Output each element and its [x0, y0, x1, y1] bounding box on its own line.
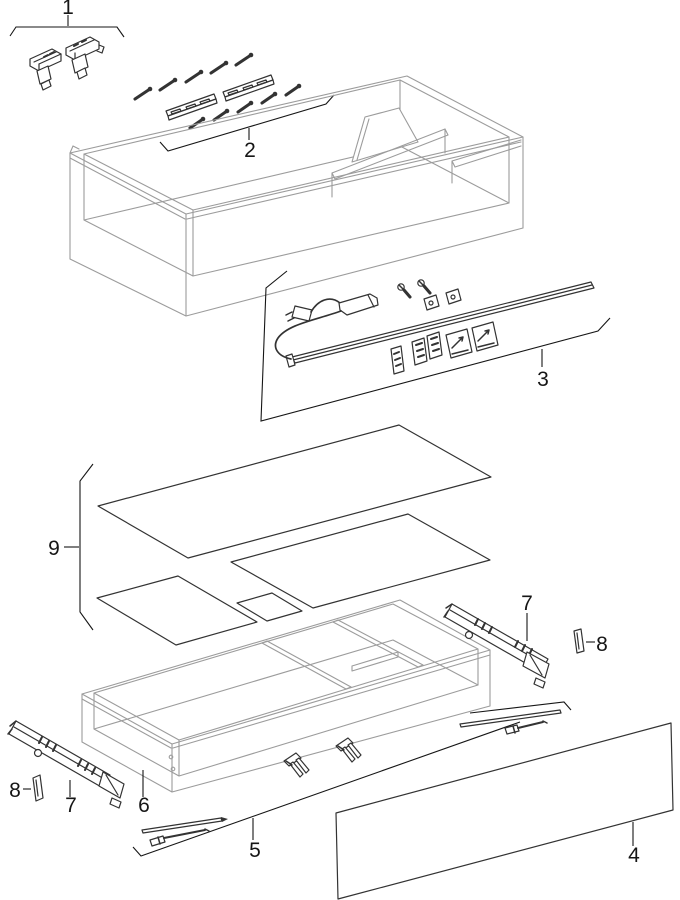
- screw: [158, 77, 178, 92]
- drawer-divider: [351, 651, 399, 672]
- part-label-9: 9: [48, 537, 60, 560]
- panel-tiny: [236, 592, 303, 622]
- part-8-clip-left: [23, 774, 44, 802]
- profile-rod: [141, 817, 228, 847]
- drawer-divider: [261, 640, 352, 690]
- part-label-4: 4: [628, 844, 640, 867]
- part-label-7-right: 7: [521, 592, 533, 615]
- part-label-5: 5: [249, 839, 261, 862]
- label-sticker: [411, 337, 428, 366]
- label-sticker: [426, 331, 443, 360]
- led-driver: [338, 293, 379, 316]
- drawer-divider: [332, 619, 424, 668]
- part-label-2: 2: [244, 139, 256, 162]
- strip-clip: [423, 294, 440, 311]
- push-fixing: [335, 737, 362, 763]
- siphon-cutout-board: [351, 107, 419, 163]
- push-fixing: [283, 752, 310, 778]
- part-5-group: [132, 701, 572, 857]
- screw: [188, 116, 206, 130]
- screw: [236, 100, 254, 114]
- part-label-8-left: 8: [9, 779, 21, 802]
- part-7-rail-left: [7, 720, 125, 809]
- clip-hardware-left: [29, 48, 62, 91]
- cabinet-divider: [451, 139, 522, 184]
- mounting-plate: [222, 74, 275, 102]
- part-2-border: [159, 94, 335, 152]
- screw: [284, 83, 302, 97]
- part-3-border: [260, 270, 611, 422]
- part-5-border-bottom: [132, 721, 521, 857]
- screw: [133, 86, 153, 101]
- mounting-plate: [165, 93, 218, 121]
- cabinet-divider: [331, 128, 449, 198]
- part-2-group: [133, 52, 335, 152]
- part-9-group: [64, 424, 492, 646]
- part-5-border-top: [469, 701, 572, 714]
- part-label-1: 1: [62, 0, 74, 19]
- part-label-7-left: 7: [65, 794, 77, 817]
- light-strip: [285, 281, 595, 368]
- part-9-bracket: [79, 463, 94, 631]
- part-7-rail-right: [443, 603, 550, 689]
- part-4-front-panel: [335, 722, 674, 900]
- screw: [397, 283, 412, 299]
- panel-large: [97, 424, 492, 559]
- screw: [260, 91, 278, 105]
- part-1-group: [9, 15, 125, 91]
- screw: [417, 279, 432, 295]
- cabinet-body: [69, 75, 524, 317]
- instruction-card: [445, 328, 473, 359]
- cabinet-floor: [83, 145, 510, 277]
- part-label-3: 3: [537, 368, 549, 391]
- drawer-body: [81, 599, 491, 793]
- power-plug: [285, 305, 313, 322]
- screw: [212, 108, 230, 122]
- part-label-8-right: 8: [596, 633, 608, 656]
- part-3-group: [260, 270, 611, 422]
- part-1-bracket: [9, 26, 125, 38]
- screw: [234, 52, 254, 67]
- clip-hardware-right: [65, 36, 105, 80]
- cable: [274, 310, 342, 360]
- screw: [184, 69, 204, 84]
- cable: [310, 298, 341, 313]
- label-sticker: [390, 345, 405, 375]
- instruction-card: [471, 321, 499, 352]
- panel-small: [96, 575, 258, 646]
- strip-clip: [445, 288, 462, 305]
- part-8-clip-right: [573, 628, 595, 654]
- screw: [209, 60, 229, 75]
- part-label-6: 6: [138, 794, 150, 817]
- panel-medium: [230, 513, 491, 609]
- profile-rod: [459, 709, 562, 735]
